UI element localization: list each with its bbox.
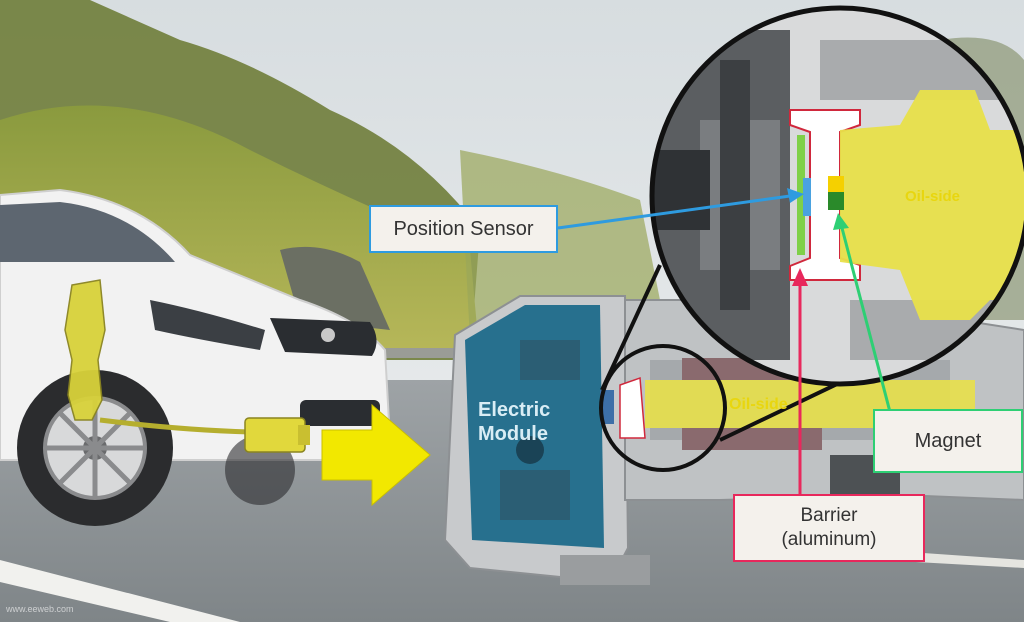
electric-module-label-line1: Electric [478, 399, 551, 421]
oil-side-main-label: Oil-side [729, 396, 788, 413]
magnet-callout: Magnet [873, 409, 1023, 473]
electric-module-label: Electric Module [478, 398, 578, 446]
zoom-circle-border [649, 5, 1024, 387]
zoom-source-circle [599, 344, 727, 472]
guard-rail [380, 348, 470, 358]
barrier-callout: Barrier (aluminum) [733, 494, 925, 562]
oil-side-zoom-label: Oil-side [905, 188, 961, 205]
barrier-arrow [792, 268, 808, 494]
barrier-callout-line1: Barrier [800, 505, 858, 526]
position-sensor-callout: Position Sensor [369, 205, 558, 253]
position-sensor-arrow [557, 188, 804, 230]
flow-arrow [321, 403, 431, 507]
highlighted-parts [64, 279, 310, 453]
barrier-callout-line2: (aluminum) [781, 529, 877, 550]
watermark: www.eeweb.com [6, 604, 74, 614]
electric-module-label-line2: Module [478, 423, 548, 445]
actuator-assembly [443, 295, 1024, 585]
zoom-line-left [600, 264, 662, 391]
magnet-arrow [833, 213, 892, 413]
road-marking [0, 560, 240, 622]
hill-distant [460, 150, 660, 340]
